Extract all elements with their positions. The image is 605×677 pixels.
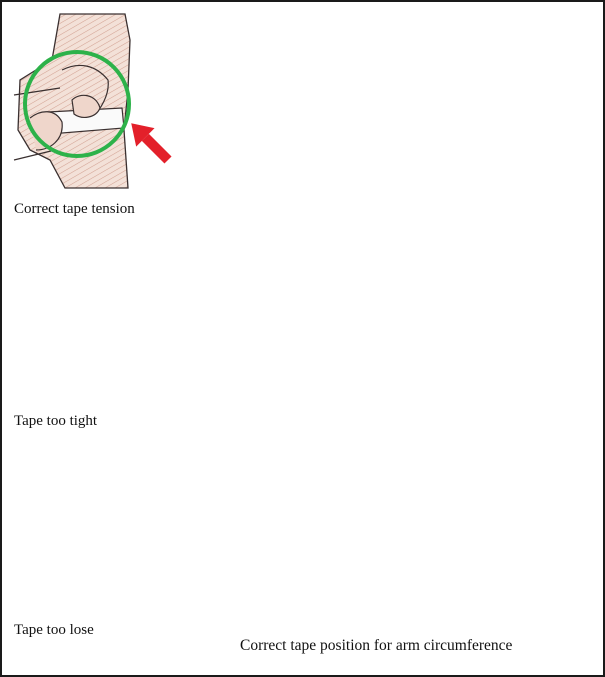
caption-correct-tension: Correct tape tension (14, 201, 135, 218)
caption-too-lose: Tape too lose (14, 622, 94, 639)
caption-main: Correct tape position for arm circumfere… (240, 637, 512, 655)
caption-too-tight: Tape too tight (14, 413, 97, 430)
